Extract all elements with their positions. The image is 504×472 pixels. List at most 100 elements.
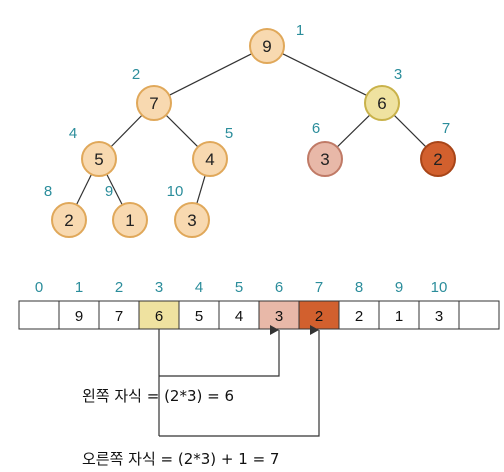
array-cell-box [18, 300, 60, 330]
array-index-label: 2 [115, 279, 123, 296]
array-index-label: 8 [355, 279, 363, 296]
edge-4-9 [106, 173, 123, 206]
tree-node-4: 54 [69, 125, 117, 177]
tree-node-index: 10 [167, 183, 184, 200]
array-cell-box [298, 300, 340, 330]
array-cell-11 [458, 300, 500, 330]
tree-node-circle [51, 202, 87, 238]
array-cell-3: 6 [138, 300, 180, 330]
array-cells: 9 7 6 5 4 3 2 2 1 3 [18, 300, 500, 330]
tree-node-circle [174, 202, 210, 238]
edge-4-8 [75, 173, 93, 206]
edge-1-2 [168, 53, 253, 96]
edge-1-3 [281, 53, 368, 96]
tree-node-index: 6 [312, 120, 320, 137]
tree-node-value: 2 [64, 211, 73, 230]
array-cell-10: 3 [418, 300, 460, 330]
left-child-arrow [159, 325, 280, 377]
child-arrows [158, 325, 320, 437]
tree-node-circle [81, 141, 117, 177]
array-index-label: 0 [35, 279, 43, 296]
array-cell-box [138, 300, 180, 330]
tree-node-value: 6 [377, 94, 386, 113]
array-index-label: 1 [75, 279, 83, 296]
edge-3-7 [393, 114, 427, 148]
tree-node-6: 36 [307, 120, 343, 177]
array-cell-box [458, 300, 500, 330]
array-cell-value: 3 [435, 308, 443, 325]
tree-node-index: 1 [296, 22, 304, 39]
array-index-label: 6 [275, 279, 283, 296]
left-child-formula: 왼쪽 자식 = (2*3) = 6 [82, 387, 234, 405]
tree-edges [75, 53, 427, 206]
tree-node-10: 310 [167, 183, 210, 238]
tree-node-value: 1 [125, 211, 134, 230]
edge-5-10 [196, 175, 206, 204]
tree-node-circle [364, 85, 400, 121]
array-cell-4: 5 [178, 300, 220, 330]
array-cell-0 [18, 300, 60, 330]
array-cell-value: 6 [155, 308, 163, 325]
array-cell-1: 9 [58, 300, 100, 330]
array-index-row: 0 1 2 3 4 5 6 7 8 9 10 [35, 279, 448, 296]
tree-node-circle [307, 141, 343, 177]
array-index-label: 3 [155, 279, 163, 296]
tree-node-value: 3 [320, 150, 329, 169]
tree-node-3: 63 [364, 66, 402, 121]
tree-node-2: 72 [132, 66, 172, 121]
array-cell-value: 3 [275, 308, 283, 325]
tree-node-value: 4 [205, 150, 214, 169]
right-child-formula: 오른쪽 자식 = (2*3) + 1 = 7 [82, 450, 279, 468]
array-cell-value: 7 [115, 308, 123, 325]
array-cell-box [418, 300, 460, 330]
tree-node-index: 5 [225, 125, 233, 142]
tree-node-index: 8 [44, 183, 52, 200]
array-cell-value: 2 [355, 308, 363, 325]
edge-3-6 [336, 114, 371, 148]
tree-node-index: 4 [69, 125, 77, 142]
array-cell-value: 1 [395, 308, 403, 325]
array-cell-5: 4 [218, 300, 260, 330]
tree-node-circle [136, 85, 172, 121]
tree-node-circle [112, 202, 148, 238]
tree-node-value: 2 [433, 150, 442, 169]
tree-node-value: 9 [262, 37, 271, 56]
tree-node-index: 7 [442, 120, 450, 137]
array-cell-7: 2 [298, 300, 340, 330]
tree-node-9: 19 [105, 183, 148, 238]
array-cell-box [58, 300, 100, 330]
tree-node-value: 7 [149, 94, 158, 113]
tree-node-circle [249, 28, 285, 64]
array-cell-6: 3 [258, 300, 300, 330]
array-index-label: 4 [195, 279, 203, 296]
tree-node-1: 91 [249, 22, 304, 64]
right-child-arrow [159, 325, 320, 437]
array-cell-box [178, 300, 220, 330]
tree-node-value: 5 [94, 150, 103, 169]
tree-node-value: 3 [187, 211, 196, 230]
tree-node-5: 45 [192, 125, 233, 177]
tree-node-index: 2 [132, 66, 140, 83]
array-cell-value: 9 [75, 308, 83, 325]
array-index-label: 9 [395, 279, 403, 296]
array-cell-box [338, 300, 380, 330]
tree-node-index: 9 [105, 183, 113, 200]
array-index-label: 7 [315, 279, 323, 296]
array-cell-9: 1 [378, 300, 420, 330]
tree-node-8: 28 [44, 183, 87, 238]
edge-2-5 [165, 114, 199, 148]
array-cell-2: 7 [98, 300, 140, 330]
tree-node-7: 27 [420, 120, 456, 177]
tree-node-circle [420, 141, 456, 177]
array-cell-value: 4 [235, 308, 243, 325]
array-cell-box [218, 300, 260, 330]
edge-2-4 [110, 114, 143, 148]
array-index-label: 5 [235, 279, 243, 296]
tree-node-index: 3 [394, 66, 402, 83]
tree-node-circle [192, 141, 228, 177]
array-index-label: 10 [431, 279, 448, 296]
array-cell-value: 2 [315, 308, 323, 325]
array-cell-value: 5 [195, 308, 203, 325]
